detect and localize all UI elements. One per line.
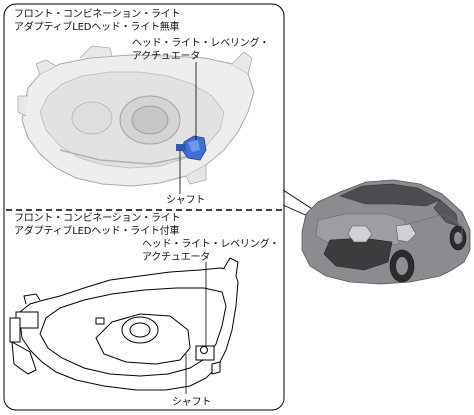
- lower-title-line2: アダプティブLEDヘッド・ライト付車: [14, 226, 180, 237]
- upper-title-line1: フロント・コンビネーション・ライト: [14, 9, 181, 20]
- lower-actuator-label-line2: アクチュエータ: [142, 252, 211, 263]
- lower-shaft-label: シャフト: [172, 397, 212, 408]
- lower-headlight-icon: [9, 257, 239, 391]
- upper-title-line2: アダプティブLEDヘッド・ライト無車: [14, 22, 180, 33]
- upper-actuator-label-line1: ヘッド・ライト・レベリング・: [132, 38, 270, 49]
- upper-shaft-label: シャフト: [166, 195, 206, 206]
- lower-title-line1: フロント・コンビネーション・ライト: [14, 213, 181, 224]
- upper-actuator-icon: [176, 135, 207, 161]
- lower-actuator-label-line1: ヘッド・ライト・レベリング・: [142, 239, 280, 250]
- lower-leader-lines: [185, 262, 207, 394]
- upper-actuator-label-line2: アクチュエータ: [132, 51, 201, 62]
- upper-leader-lines: [179, 62, 197, 194]
- car-icon: [301, 179, 471, 285]
